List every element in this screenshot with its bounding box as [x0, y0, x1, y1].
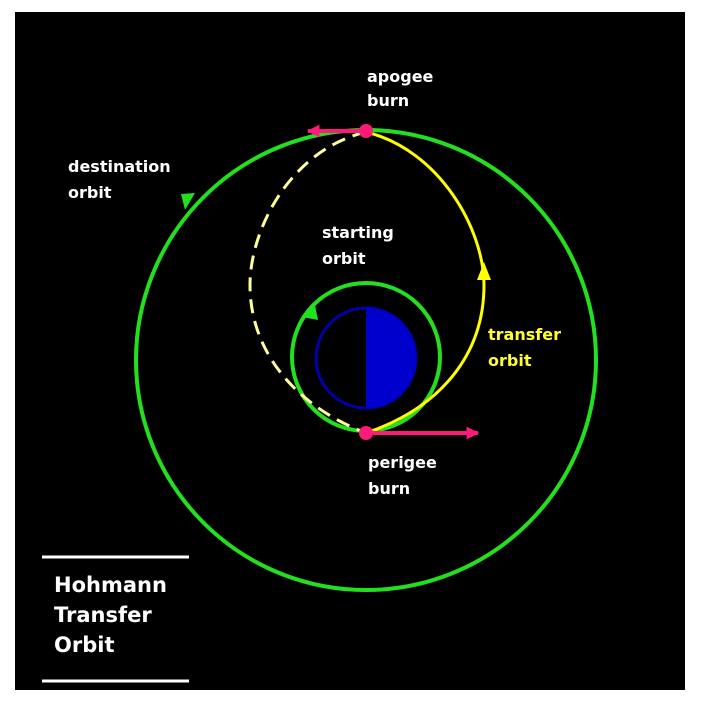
perigee-burn-point [359, 426, 373, 440]
planet-lit-half [366, 308, 416, 408]
destination-orbit-label: destination orbit [68, 157, 176, 202]
perigee-burn-label-line1: perigee [368, 453, 437, 472]
destination-orbit-label-line2: orbit [68, 183, 112, 202]
transfer-orbit-label-line1: transfer [488, 325, 561, 344]
diagram-title-line2: Transfer [54, 603, 152, 627]
destination-orbit-direction-arrow [181, 193, 195, 210]
perigee-burn-label-line2: burn [368, 479, 410, 498]
transfer-orbit-label-line2: orbit [488, 351, 532, 370]
transfer-orbit-direction-arrow [477, 262, 491, 280]
diagram-title-line1: Hohmann [54, 573, 167, 597]
destination-orbit-label-line1: destination [68, 157, 171, 176]
apogee-burn-label-line1: apogee [367, 67, 434, 86]
diagram-title: Hohmann Transfer Orbit [54, 573, 174, 657]
apogee-burn-label: apogee burn [367, 67, 439, 110]
starting-orbit-label: starting orbit [322, 223, 399, 268]
starting-orbit-label-line1: starting [322, 223, 394, 242]
transfer-orbit-label: transfer orbit [488, 325, 567, 370]
diagram-title-line3: Orbit [54, 633, 114, 657]
apogee-burn-point [359, 124, 373, 138]
starting-orbit-direction-arrow [302, 305, 318, 320]
perigee-burn-label: perigee burn [368, 453, 442, 498]
transfer-orbit-dashed-path [248, 130, 367, 435]
transfer-orbit-path [365, 130, 486, 435]
apogee-burn-label-line2: burn [367, 91, 409, 110]
starting-orbit-label-line2: orbit [322, 249, 366, 268]
